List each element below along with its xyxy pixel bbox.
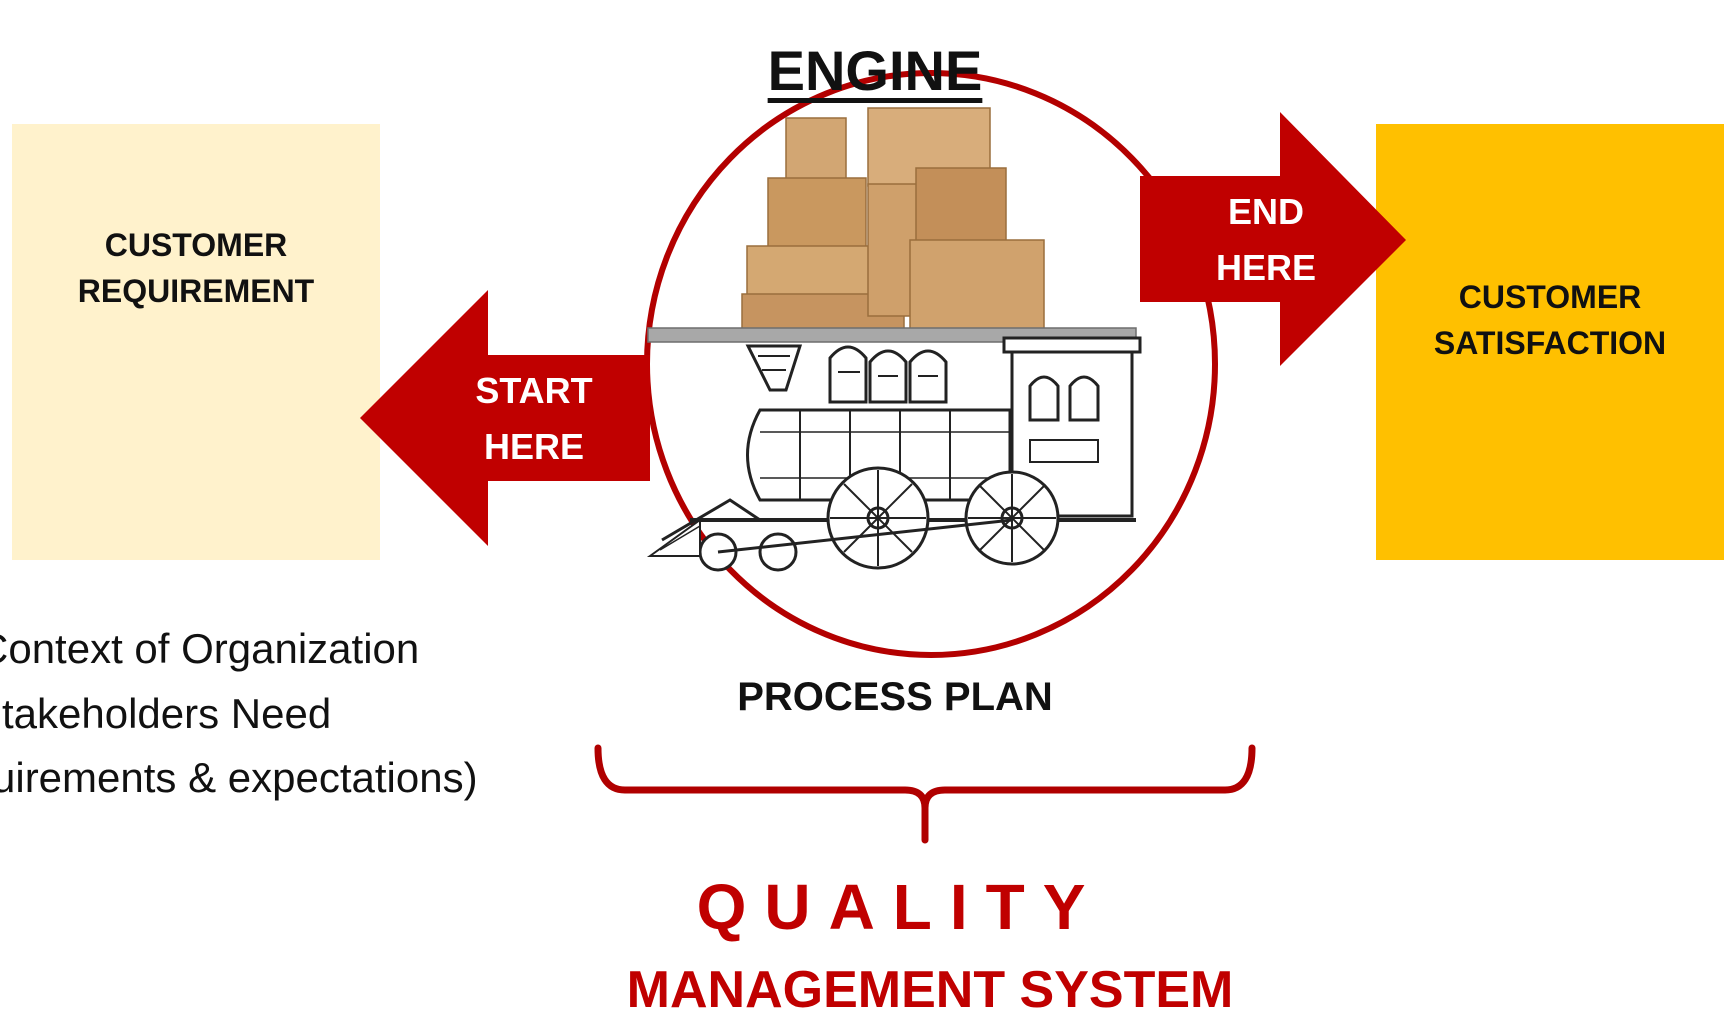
quality-title: QUALITY: [696, 871, 1104, 943]
end-here-arrow: [1140, 112, 1406, 366]
end-here-line-2: HERE: [1215, 247, 1317, 288]
engine-title: ENGINE: [767, 39, 983, 102]
cardboard-boxes-icon: [741, 107, 1045, 331]
customer-requirement-line-2: REQUIREMENT: [77, 273, 315, 310]
customer-satisfaction-line-1: CUSTOMER: [1458, 279, 1642, 315]
process-plan-label: PROCESS PLAN: [737, 675, 1053, 719]
start-here-arrow: [360, 290, 650, 546]
start-here-label: START HERE: [468, 363, 600, 475]
steam-locomotive-icon: [646, 336, 1142, 572]
customer-requirement-box: CUSTOMER REQUIREMENT: [12, 124, 380, 560]
start-here-line-1: START: [475, 370, 593, 411]
customer-requirement-line-1: CUSTOMER: [104, 227, 288, 263]
process-brace: [594, 744, 1256, 844]
end-here-line-1: END: [1227, 191, 1304, 232]
context-item-2: takeholders Need: [2, 690, 332, 737]
context-item-3: uirements & expectations): [0, 754, 478, 801]
context-item-1: Context of Organization: [0, 625, 420, 672]
start-here-line-2: HERE: [483, 426, 585, 467]
customer-satisfaction-line-2: SATISFACTION: [1433, 325, 1667, 362]
customer-satisfaction-box: CUSTOMER SATISFACTION: [1376, 124, 1724, 560]
end-here-label: END HERE: [1196, 184, 1336, 296]
management-system-subtitle: MANAGEMENT SYSTEM: [626, 961, 1234, 1019]
